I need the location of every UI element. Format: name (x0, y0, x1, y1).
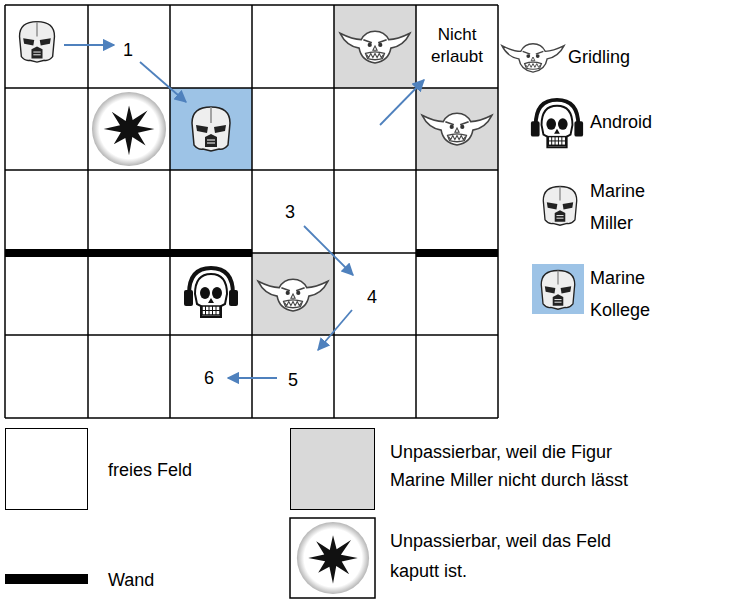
broken-field (92, 92, 166, 166)
callout-number: 1 (123, 39, 133, 61)
gridling-icon (258, 279, 328, 311)
marine-miller-icon (20, 22, 55, 62)
broken-sample-box (290, 518, 375, 598)
callout-number: 5 (288, 369, 298, 391)
marine-miller-icon (543, 187, 576, 226)
marine-colleague-icon (541, 271, 574, 310)
legend-text: Gridling (568, 46, 630, 68)
legend-text: freies Feld (108, 459, 192, 481)
legend-text: Marine Miller (590, 175, 670, 239)
move-arrows (64, 45, 424, 378)
blocked-cell (252, 253, 334, 335)
marine-colleague-icon (192, 107, 230, 151)
gridling-icon (340, 31, 410, 63)
wall-sample (5, 574, 88, 584)
legend-text: Marine Kollege (590, 262, 670, 326)
colleague-cell (170, 88, 252, 170)
legend-text: Android (590, 111, 652, 133)
legend-swatch (5, 428, 88, 510)
grid-lines (5, 5, 498, 418)
wall (5, 249, 252, 257)
legend-swatch (290, 428, 375, 510)
gridling-icon (422, 113, 492, 145)
blocked-cell (334, 5, 416, 88)
callout-number: 6 (204, 367, 214, 389)
legend-text: Unpassierbar, weil das Feld kaputt ist. (390, 526, 660, 586)
legend-text: Wand (108, 569, 154, 591)
android-icon (531, 100, 583, 147)
broken-field (297, 522, 369, 594)
colleague-cell (532, 264, 584, 314)
gridling-icon (502, 44, 564, 72)
legend-text: Unpassierbar, weil die Figur Marine Mill… (390, 438, 660, 494)
callout-number: 4 (367, 286, 377, 308)
callout-number: 3 (285, 201, 295, 223)
note-text: Nicht erlaubt (417, 24, 497, 68)
blocked-cell (416, 88, 498, 170)
android-icon (184, 268, 238, 317)
wall (416, 249, 498, 257)
